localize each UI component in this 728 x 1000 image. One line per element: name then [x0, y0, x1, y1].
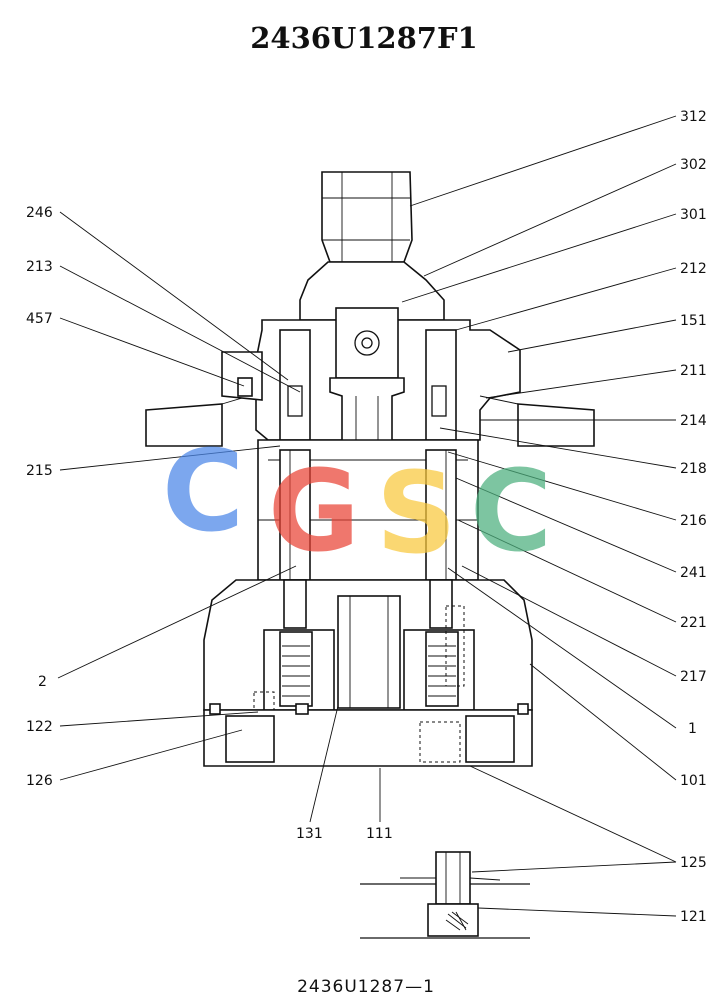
- callout-label: 214: [680, 413, 707, 429]
- callout-label: 126: [26, 773, 53, 789]
- callout-label: 101: [680, 773, 707, 789]
- plug-detail-inset: [360, 851, 530, 939]
- callout-label: 241: [680, 565, 707, 581]
- callout-label: 2: [38, 674, 47, 690]
- callout-label: 302: [680, 157, 707, 173]
- callout-label: 221: [680, 615, 707, 631]
- valve-body-drawing: [145, 171, 595, 767]
- callout-label: 211: [680, 363, 707, 379]
- callouts-right: 312 302 301 212 151 211 214 218 216 241 …: [680, 109, 707, 925]
- callout-label: 213: [26, 259, 53, 275]
- watermark-letter: S: [376, 449, 457, 579]
- callout-label: 212: [680, 261, 707, 277]
- callout-label: 246: [26, 205, 53, 221]
- callout-label: 215: [26, 463, 53, 479]
- callout-label: 151: [680, 313, 707, 329]
- callout-label: 301: [680, 207, 707, 223]
- callouts-bottom: 131 111: [296, 826, 393, 842]
- callout-label: 457: [26, 311, 53, 327]
- cgsc-watermark: C G S C: [162, 427, 552, 579]
- watermark-letter: C: [470, 447, 552, 577]
- callout-label: 312: [680, 109, 707, 125]
- watermark-letter: C: [162, 427, 244, 557]
- drawing-subtitle: 2436U1287—1: [297, 977, 435, 997]
- callouts-left: 246 213 457 215 2 122 126: [26, 205, 53, 789]
- callout-label: 125: [680, 855, 707, 871]
- callout-label: 217: [680, 669, 707, 685]
- callout-label: 121: [680, 909, 707, 925]
- callout-label: 111: [366, 826, 393, 842]
- callout-label: 1: [688, 721, 697, 737]
- callout-label: 122: [26, 719, 53, 735]
- leader-lines: [57, 115, 677, 917]
- callout-label: 131: [296, 826, 323, 842]
- callout-label: 218: [680, 461, 707, 477]
- drawing-title: 2436U1287F1: [250, 21, 477, 55]
- callout-label: 216: [680, 513, 707, 529]
- watermark-letter: G: [268, 447, 360, 577]
